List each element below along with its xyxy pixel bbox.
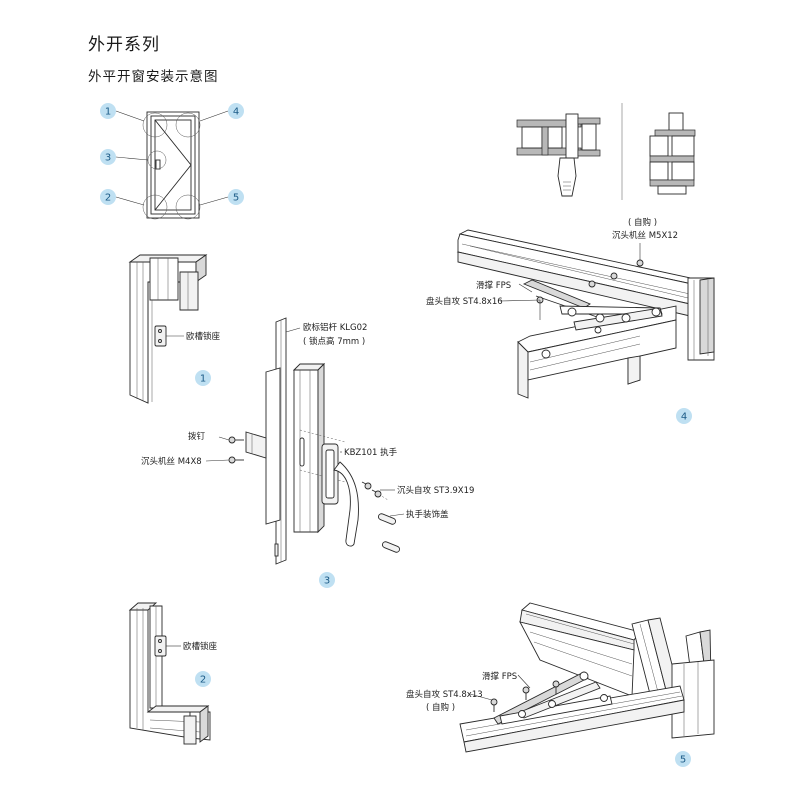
marker-3-number: 3 (105, 153, 111, 164)
fig3-handle-covers (377, 513, 401, 553)
marker-5-number: 5 (233, 193, 239, 204)
fig2-lock-keeper (154, 635, 167, 657)
overview-marker-4: 4 (228, 103, 244, 119)
fig5-leader-lines (469, 674, 531, 701)
fig5-stay-label: 滑撑 FPS (482, 671, 517, 682)
page-subtitle: 外平开窗安装示意图 (88, 69, 219, 85)
fig4-top-frame (456, 229, 702, 317)
fig1-lock-keeper (154, 325, 167, 347)
page-title: 外开系列 (88, 35, 160, 55)
fig4-side-frame (687, 277, 715, 361)
fig3-m4-screws (228, 436, 244, 464)
fig3-rod-label: 欧标铝杆 KLG02 (303, 322, 367, 333)
svg-text:4: 4 (681, 412, 687, 423)
overview-marker-3: 3 (100, 149, 116, 165)
fig1-number-badge: 1 (195, 370, 211, 386)
fig3-st39-screw-label: 沉头自攻 ST3.9X19 (397, 485, 474, 496)
fig3-pin-bracket (245, 431, 267, 459)
svg-text:3: 3 (324, 576, 330, 587)
fig3-m4-screw-label: 沉头机丝 M4X8 (141, 456, 202, 467)
fig5-self-supplied-label: ( 自购 ) (426, 702, 455, 713)
fig3-pin-label: 拨钉 (188, 431, 206, 442)
fig5-screw-heads (490, 680, 560, 712)
figure-5: 滑撑 FPS 盘头自攻 ST4.8x13 ( 自购 ) 5 (406, 602, 715, 767)
fig3-rod-note: ( 锁点高 7mm ) (303, 336, 365, 347)
fig3-st39-screws (361, 481, 382, 498)
figure-2: 欧槽锁座 2 (128, 602, 218, 745)
fig4-m5-screw-label: 沉头机丝 M5X12 (612, 230, 678, 241)
fig1-keeper-label: 欧槽锁座 (186, 331, 221, 342)
figure-4: ( 自购 ) 沉头机丝 M5X12 滑撑 FPS 盘头自攻 ST4.8x16 4 (426, 217, 715, 424)
overview-diagram: 1 4 3 2 5 (100, 103, 244, 220)
profile-cross-sections (516, 103, 696, 200)
fig3-number-badge: 3 (319, 572, 335, 588)
fig5-screw-label: 盘头自攻 ST4.8x13 (406, 689, 483, 700)
overview-marker-1: 1 (100, 103, 116, 119)
fig1-frame-profile (128, 254, 208, 404)
fig4-leader-lines (499, 243, 641, 320)
fig3-handle (321, 443, 359, 547)
fig4-screw-heads (536, 259, 644, 304)
overview-leader-lines (115, 110, 229, 206)
fig4-number-badge: 4 (676, 408, 692, 424)
marker-1-number: 1 (105, 107, 111, 118)
fig5-bottom-frame (459, 685, 685, 753)
fig2-number-badge: 2 (195, 671, 211, 687)
marker-4-number: 4 (233, 107, 239, 118)
fig4-friction-stay (522, 279, 663, 359)
fig4-st48-screw-label: 盘头自攻 ST4.8x16 (426, 296, 503, 307)
fig2-frame-profile (128, 602, 211, 745)
svg-text:5: 5 (680, 755, 686, 766)
figure-3: 欧标铝杆 KLG02 ( 锁点高 7mm ) 拨钉 沉头机丝 M4X8 KBZ1… (141, 317, 474, 588)
fig3-leader-lines (205, 327, 405, 517)
figure-1: 欧槽锁座 1 (128, 254, 221, 404)
fig3-cover-label: 执手装饰盖 (406, 509, 449, 520)
fig3-handle-label: KBZ101 执手 (344, 447, 398, 458)
fig2-keeper-label: 欧槽锁座 (183, 641, 218, 652)
fig4-stay-label: 滑撑 FPS (476, 280, 511, 291)
overview-window-frame (146, 111, 200, 219)
svg-text:2: 2 (200, 675, 206, 686)
fig4-self-supplied-label: ( 自购 ) (628, 217, 657, 228)
fig5-side-frame (671, 629, 715, 739)
fig3-sash-profile (265, 362, 326, 534)
marker-2-number: 2 (105, 193, 111, 204)
overview-marker-5: 5 (228, 189, 244, 205)
fig5-sash-profile (519, 602, 679, 697)
fig5-friction-stay (493, 671, 613, 725)
cross-section-right (649, 112, 696, 195)
cross-section-left (516, 113, 601, 197)
fig5-number-badge: 5 (675, 751, 691, 767)
svg-text:1: 1 (200, 374, 206, 385)
overview-marker-2: 2 (100, 189, 116, 205)
